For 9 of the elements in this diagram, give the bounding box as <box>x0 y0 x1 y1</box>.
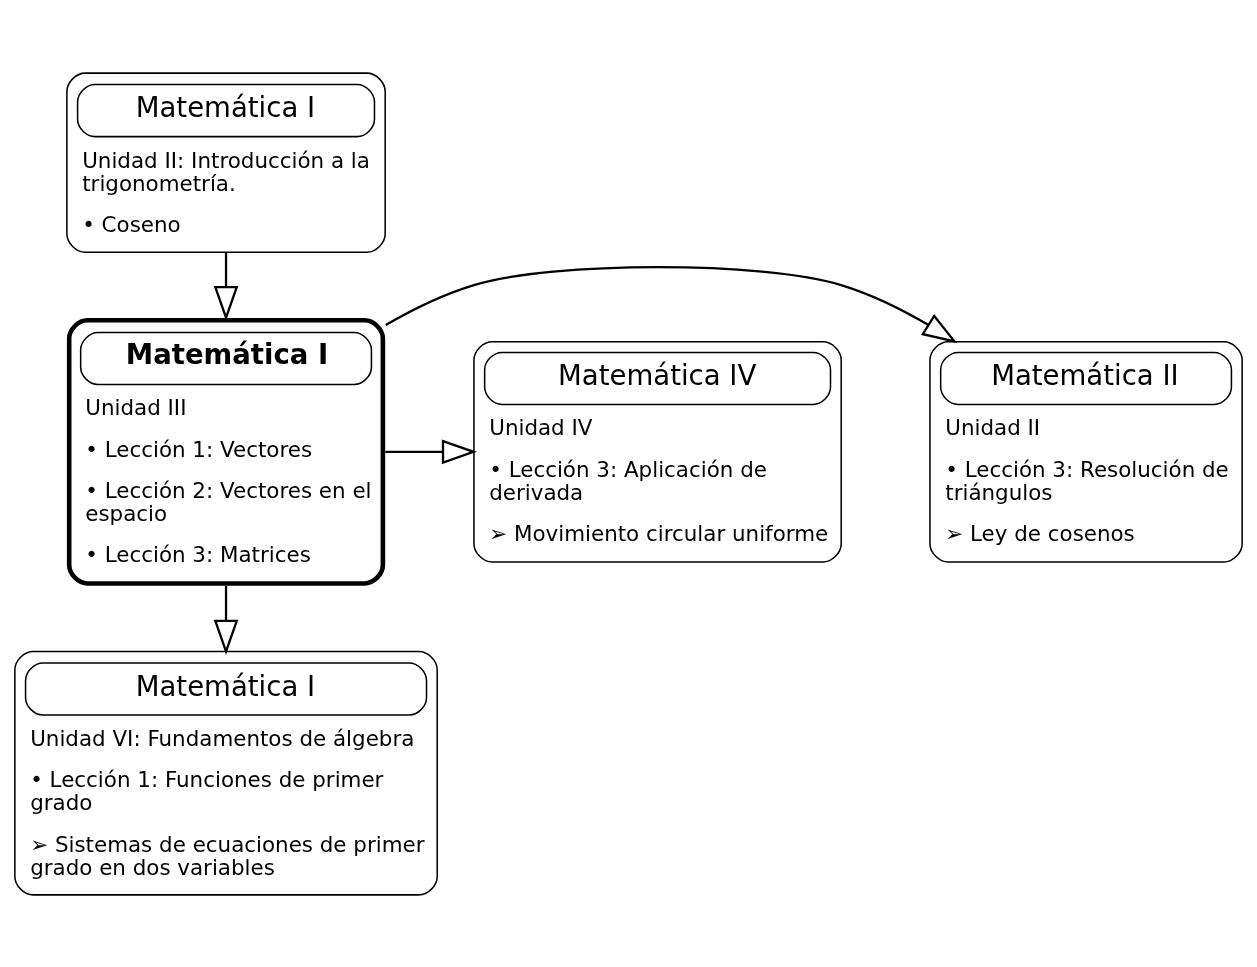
node-box: Matemática I Unidad III • Lección 1: Vectores • Lección 2: Vectores en el espacio • Lección 3: Matrices <box>66 317 386 586</box>
arrow <box>213 251 239 321</box>
arrow <box>385 439 478 464</box>
node-box: Matemática I Unidad II: Introducción a la trigonometría. • Coseno <box>66 71 386 253</box>
node-box: Matemática II Unidad II • Lección 3: Resolución de triángulos ➢ Ley de cosenos <box>929 340 1243 563</box>
arrow <box>213 585 239 655</box>
arrow <box>385 265 958 343</box>
node-box: Matemática I Unidad VI: Fundamentos de álgebra • Lección 1: Funciones de primer grado ➢ Sistemas de ecuaciones de primer grado en dos variables <box>14 650 438 896</box>
node-box: Matemática IV Unidad IV • Lección 3: Aplicación de derivada ➢ Movimiento circular uniforme <box>473 340 842 563</box>
